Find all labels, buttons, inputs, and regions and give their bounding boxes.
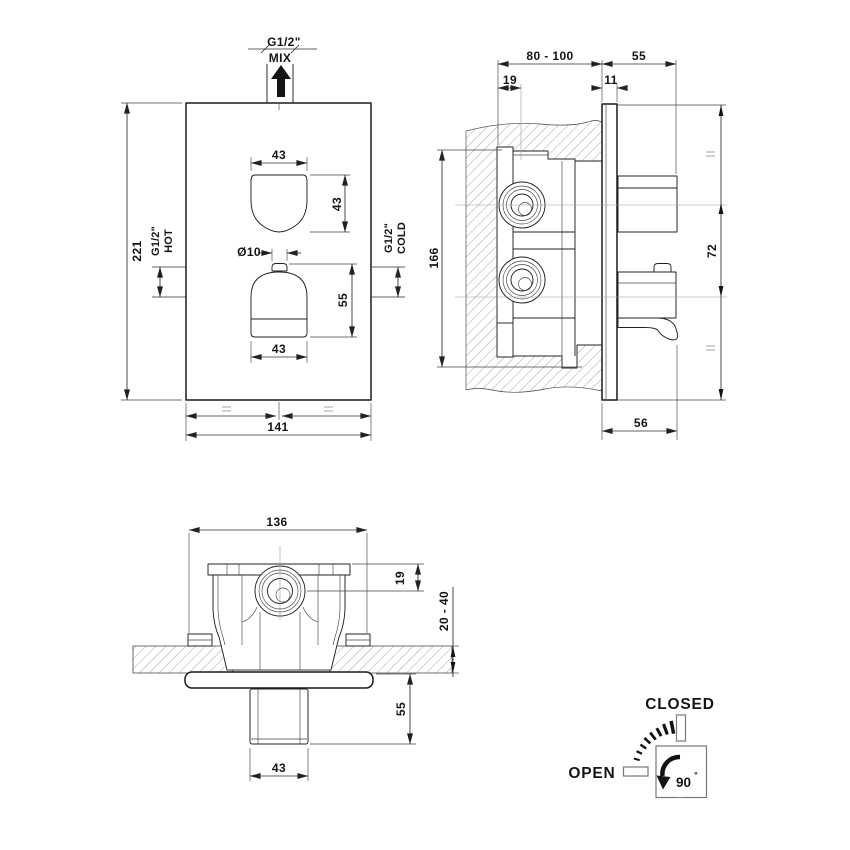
wall-left [132,645,237,674]
dim-plate-height: 221 [130,240,144,261]
handle-open-position [622,766,649,777]
closed-label: CLOSED [645,696,714,713]
dim-nub-diameter: Ø10 [237,245,261,259]
port-top-detail [518,202,532,216]
hot-label: HOT [163,229,175,253]
front-plate [185,102,372,401]
open-label: OPEN [568,765,615,782]
operation-diagram: CLOSED OPEN 90 ° [568,696,714,799]
body-inner-side [332,575,341,646]
wall-break-line-bottom [465,386,603,393]
dim-wall-range: 20 - 40 [437,591,451,631]
thermostat-knob-front [250,174,308,233]
mix-label: MIX [269,51,292,65]
mix-thread-label: G1/2" [267,35,301,49]
dim-knob-depth: 55 [394,702,408,716]
dim-port-offset: 19 [393,571,407,585]
thermostat-knob-side [617,175,678,233]
mix-flow-arrow-icon [271,65,291,79]
mix-tick-right [290,44,300,54]
wall-right [324,645,453,674]
cold-thread-label: G1/2" [383,223,395,253]
dim-arrowhead [718,105,724,116]
dim-knob1-width: 43 [272,148,286,162]
dim-knob2-width: 43 [272,342,286,356]
dim-trim-depth: 55 [632,49,646,63]
volume-knob-front [250,271,308,338]
dim-body-width: 136 [266,515,287,529]
cold-label: COLD [396,222,408,254]
mix-flow-arrow-shaft [277,78,285,97]
dim-arrowhead [450,662,456,673]
dim-plate-width: 141 [267,420,288,434]
port-bottom-ring [506,264,538,296]
dim-knob1-height: 43 [330,197,344,211]
port-bottom-outer [498,256,546,304]
dim-knob2-height: 55 [336,293,350,307]
trim-plate-side [601,103,618,401]
port-bottom-detail [518,277,532,291]
dim-depth-range: 80 - 100 [526,49,573,63]
dim-handle-spacing: 72 [705,244,719,258]
dim-handle-depth: 56 [634,416,648,430]
front-view: G1/2" MIX 43 43 Ø10 [121,35,408,441]
lever-handle [617,317,679,341]
rotation-arrow-arc [660,754,681,777]
volume-knob-side [617,271,677,319]
rotation-arc-ticks [633,720,676,762]
rotation-arrow-head [656,775,671,790]
body-inner-side [217,575,226,646]
dim-arrowhead [718,389,724,400]
trim-plate-plan [184,671,374,689]
dim-knob-width: 43 [272,761,286,775]
port-plan-detail [275,587,291,603]
side-section-view: 80 - 100 55 19 11 166 72 56 [427,49,727,440]
dim-body-height: 166 [427,247,441,268]
dim-plate-thickness: 11 [604,73,618,87]
hot-thread-label: G1/2" [150,226,162,256]
handle-closed-position [675,714,687,742]
body-fillet [302,606,319,623]
dim-arrowhead [718,203,724,214]
mix-tick-left [260,44,270,54]
wall-break-line-top [465,120,603,132]
rotation-angle-degree: ° [694,770,698,780]
dim-arrowhead [450,646,456,657]
port-bottom-bore [510,268,534,292]
knob-nub-side [653,263,672,273]
rotation-angle-value: 90 [676,775,691,790]
plan-section-view: 136 19 20 - 40 55 43 [132,515,459,781]
port-bottom-ring [502,260,542,300]
knob-nub [271,263,288,272]
dim-back-offset: 19 [503,73,517,87]
dim-arrowhead [718,286,724,297]
knob-plan [249,688,309,745]
body-fillet [241,606,258,623]
